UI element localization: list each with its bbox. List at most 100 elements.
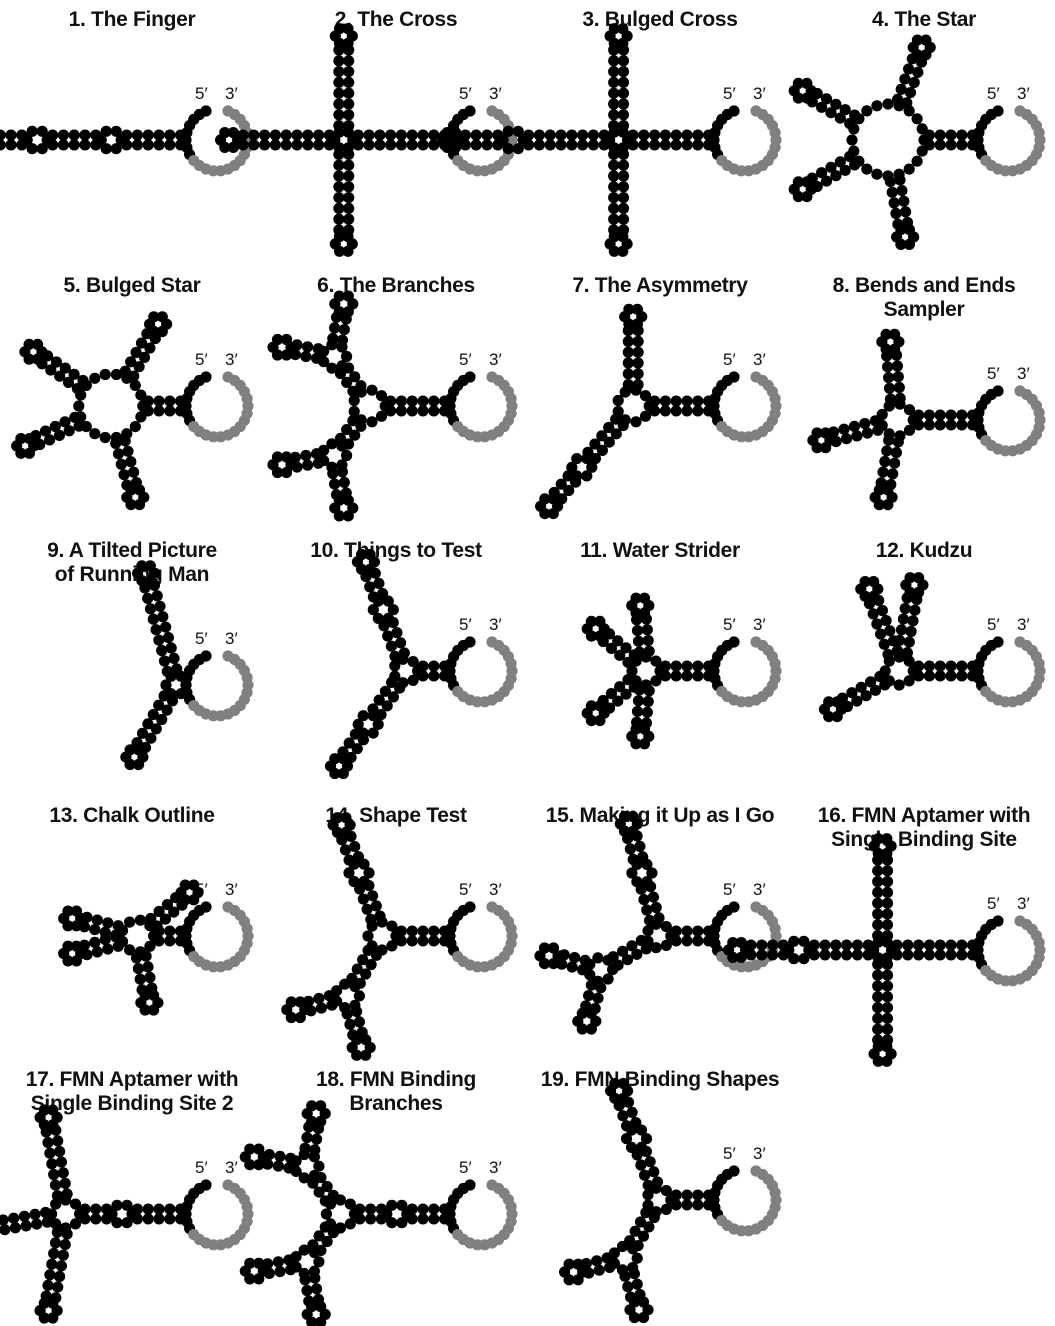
- secondary-structure: 5′3′: [267, 291, 517, 522]
- nucleotide: [439, 661, 450, 672]
- nucleotide: [832, 696, 843, 707]
- nucleotide: [778, 940, 789, 951]
- nucleotide: [892, 360, 903, 371]
- nucleotide: [608, 88, 619, 99]
- nucleotide: [889, 197, 900, 208]
- nucleotide: [594, 616, 605, 627]
- nucleotide: [882, 876, 893, 887]
- nucleotide: [90, 139, 101, 150]
- nucleotide: [945, 670, 956, 681]
- tail-nucleotide: [750, 105, 761, 116]
- nucleotide: [376, 1204, 387, 1215]
- nucleotide: [70, 1218, 81, 1229]
- nucleotide: [692, 1190, 703, 1201]
- nucleotide: [133, 744, 144, 755]
- nucleotide: [920, 35, 931, 46]
- nucleotide: [166, 642, 177, 653]
- rna-diagram: 5′3′: [264, 796, 528, 1062]
- nucleotide: [896, 624, 907, 635]
- nucleotide: [52, 1190, 63, 1201]
- nucleotide: [339, 979, 350, 990]
- nucleotide: [703, 1199, 714, 1210]
- nucleotide: [374, 139, 385, 150]
- nucleotide: [281, 451, 292, 462]
- nucleotide: [571, 453, 582, 464]
- nucleotide: [608, 192, 619, 203]
- nucleotide: [291, 130, 302, 141]
- nucleotide: [164, 130, 175, 141]
- nucleotide: [630, 416, 641, 427]
- nucleotide: [152, 590, 163, 601]
- nucleotide: [649, 139, 660, 150]
- nucleotide: [316, 1002, 327, 1013]
- nucleotide: [703, 670, 714, 681]
- five-prime-label: 5′: [723, 880, 736, 899]
- nucleotide: [641, 904, 652, 915]
- nucleotide: [135, 915, 146, 926]
- nucleotide: [879, 639, 890, 650]
- nucleotide: [872, 980, 883, 991]
- nucleotide: [908, 665, 919, 676]
- nucleotide: [343, 120, 354, 131]
- nucleotide: [340, 812, 351, 823]
- nucleotide: [327, 333, 338, 344]
- nucleotide: [135, 411, 146, 422]
- nucleotide: [581, 470, 592, 481]
- nucleotide: [618, 88, 629, 99]
- nucleotide: [681, 130, 692, 141]
- nucleotide: [153, 396, 164, 407]
- nucleotide: [608, 214, 619, 225]
- nucleotide: [904, 164, 915, 175]
- five-prime-label: 5′: [195, 350, 208, 369]
- nucleotide: [851, 430, 862, 441]
- nucleotide: [376, 1213, 387, 1224]
- nucleotide: [135, 974, 146, 985]
- nucleotide: [841, 949, 852, 960]
- nucleotide: [160, 622, 171, 633]
- nucleotide: [52, 1135, 63, 1146]
- nucleotide: [967, 130, 978, 141]
- nucleotide: [0, 1214, 9, 1225]
- nucleotide: [882, 898, 893, 909]
- nucleotide: [632, 1279, 643, 1290]
- nucleotide: [641, 876, 652, 887]
- tail-nucleotide: [1014, 385, 1025, 396]
- nucleotide: [881, 833, 892, 844]
- five-prime-label: 5′: [459, 880, 472, 899]
- nucleotide: [111, 126, 122, 137]
- nucleotide: [881, 445, 892, 456]
- nucleotide: [503, 126, 514, 137]
- nucleotide: [46, 1158, 57, 1169]
- nucleotide: [801, 176, 812, 187]
- nucleotide: [365, 1213, 376, 1224]
- nucleotide: [376, 411, 387, 422]
- five-prime-label: 5′: [459, 84, 472, 103]
- nucleotide: [945, 130, 956, 141]
- nucleotide: [882, 887, 893, 898]
- nucleotide: [58, 1250, 69, 1261]
- nucleotide: [29, 1209, 40, 1220]
- tail-nucleotide: [1014, 636, 1025, 647]
- nucleotide: [311, 1134, 322, 1145]
- puzzle-cell: 13. Chalk Outline5′3′: [0, 796, 264, 1062]
- five-prime-label: 5′: [195, 84, 208, 103]
- nucleotide: [345, 1218, 356, 1229]
- nucleotide: [608, 170, 619, 181]
- nucleotide: [767, 940, 778, 951]
- secondary-structure: 5′3′: [534, 811, 781, 1035]
- nucleotide: [870, 685, 881, 696]
- nucleotide: [798, 936, 809, 947]
- nucleotide: [603, 955, 614, 966]
- nucleotide: [309, 1273, 320, 1284]
- nucleotide: [417, 405, 428, 416]
- nucleotide: [889, 458, 900, 469]
- nucleotide: [633, 379, 644, 390]
- nucleotide: [333, 98, 344, 109]
- nucleotide: [285, 1264, 296, 1275]
- nucleotide: [119, 469, 130, 480]
- nucleotide: [281, 130, 292, 141]
- nucleotide: [74, 1208, 85, 1219]
- nucleotide: [156, 645, 167, 656]
